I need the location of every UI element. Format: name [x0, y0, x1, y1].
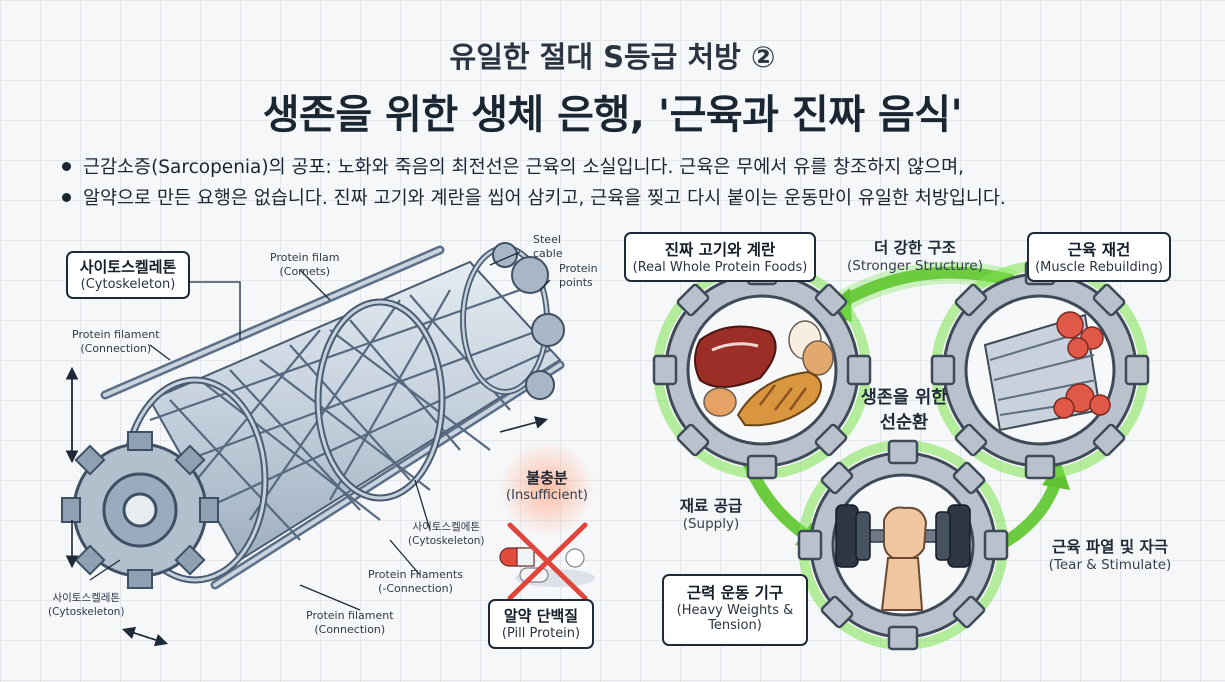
- cycle-center-label: 생존을 위한 선순환: [860, 388, 948, 433]
- cycle-illustration: [652, 260, 1150, 651]
- page-title: 생존을 위한 생체 은행, '근육과 진짜 음식': [262, 92, 963, 138]
- weights-label: 근력 운동 기구 (Heavy Weights & Tension): [662, 574, 808, 646]
- tag-filament-connection-bottom: Protein filament (Connection): [306, 609, 394, 636]
- bullet-dot-icon: [62, 192, 71, 202]
- pill-protein-illustration: [499, 441, 595, 601]
- subtitle: 유일한 절대 S등급 처방 ②: [449, 40, 776, 74]
- insufficient-label: 불충분 (Insufficient): [506, 469, 588, 503]
- bullet-dot-icon: [62, 161, 71, 171]
- structure-label: 더 강한 구조 (Stronger Structure): [847, 239, 983, 274]
- tear-label: 근육 파열 및 자극 (Tear & Stimulate): [1048, 538, 1172, 573]
- tag-protein-points: Protein points: [559, 262, 598, 289]
- tag-cytoskeleton-left: 사이토스켈레톤 (Cytoskeleton): [48, 592, 125, 618]
- weights-gear-icon: [797, 439, 1009, 651]
- muscle-gear-icon: [930, 260, 1150, 480]
- food-label: 진짜 고기와 계란 (Real Whole Protein Foods): [624, 232, 816, 282]
- bullet-item: 알약으로 만든 요행은 없습니다. 진짜 고기와 계란을 씹어 삼키고, 근육을…: [62, 184, 1006, 210]
- tag-steel-cable: Steel cable: [533, 233, 563, 260]
- cross-icon: [507, 522, 588, 601]
- end-gear-icon: [61, 431, 219, 589]
- bullet-text: 알약으로 만든 요행은 없습니다. 진짜 고기와 계란을 씹어 삼키고, 근육을…: [83, 188, 1006, 209]
- food-gear-icon: [652, 260, 872, 480]
- cytoskeleton-label: 사이토스켈레톤 (Cytoskeleton): [66, 251, 190, 299]
- tag-protein-filam: Protein filam (Comets): [270, 251, 340, 278]
- bullet-item: 근감소증(Sarcopenia)의 공포: 노화와 죽음의 최전선은 근육의 소…: [62, 153, 964, 179]
- tag-filament-connection: Protein filament (Connection): [72, 328, 160, 355]
- rebuild-label: 근육 재건 (Muscle Rebuilding): [1027, 232, 1171, 282]
- bullet-text: 근감소증(Sarcopenia)의 공포: 노화와 죽음의 최전선은 근육의 소…: [83, 157, 965, 178]
- tag-filaments-minus: Protein Filaments (-Connection): [368, 568, 463, 595]
- supply-label: 재료 공급 (Supply): [679, 497, 743, 532]
- pill-protein-label: 알약 단백질 (Pill Protein): [488, 599, 594, 649]
- tag-cytoskeleton-mid: 사이토스켈에톤 (Cytoskeleton): [408, 521, 485, 547]
- cytoskeleton-illustration: [61, 242, 565, 647]
